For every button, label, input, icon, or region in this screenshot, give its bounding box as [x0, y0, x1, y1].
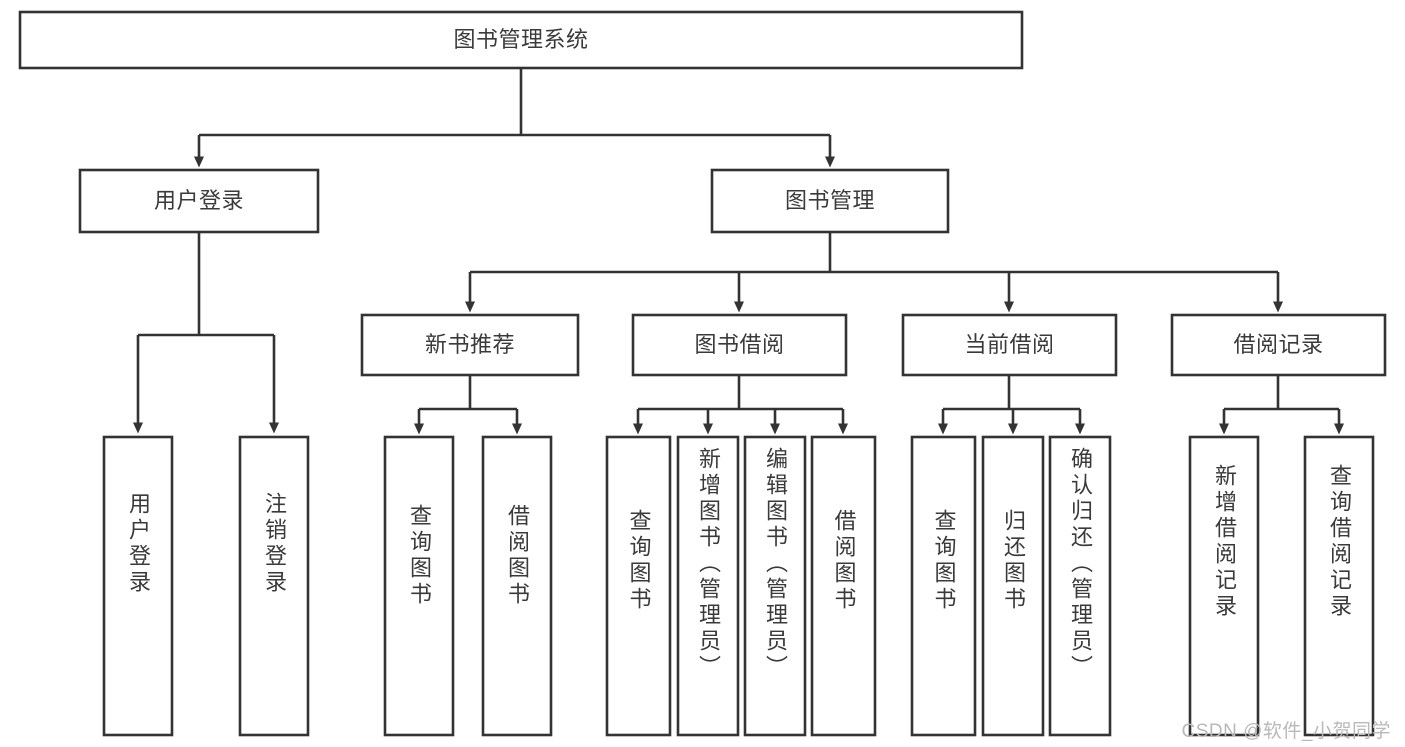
leaf-box-book-borrow-3[interactable] [810, 435, 877, 737]
leaf-box-book-borrow-1[interactable] [676, 435, 740, 737]
node-box-current-borrow[interactable] [901, 313, 1118, 377]
leaf-box-user-login-0[interactable] [102, 435, 174, 737]
leaf-box-new-books-1[interactable] [481, 435, 553, 737]
leaf-box-new-books-0[interactable] [383, 435, 455, 737]
leaf-box-book-borrow-2[interactable] [743, 435, 807, 737]
leaf-box-current-borrow-1[interactable] [981, 435, 1045, 737]
node-box-new-book-recommend[interactable] [360, 313, 580, 377]
node-box-book-borrow[interactable] [631, 313, 848, 377]
leaf-box-current-borrow-2[interactable] [1048, 435, 1112, 737]
leaf-box-borrow-record-0[interactable] [1188, 435, 1260, 737]
leaf-box-current-borrow-0[interactable] [910, 435, 977, 737]
node-box-root[interactable] [18, 10, 1024, 70]
node-box-book-management[interactable] [710, 168, 950, 234]
leaf-box-borrow-record-1[interactable] [1303, 435, 1375, 737]
leaf-box-book-borrow-0[interactable] [605, 435, 672, 737]
node-box-user-login[interactable] [78, 168, 320, 234]
leaf-box-user-login-1[interactable] [238, 435, 310, 737]
node-box-borrow-record[interactable] [1170, 313, 1387, 377]
